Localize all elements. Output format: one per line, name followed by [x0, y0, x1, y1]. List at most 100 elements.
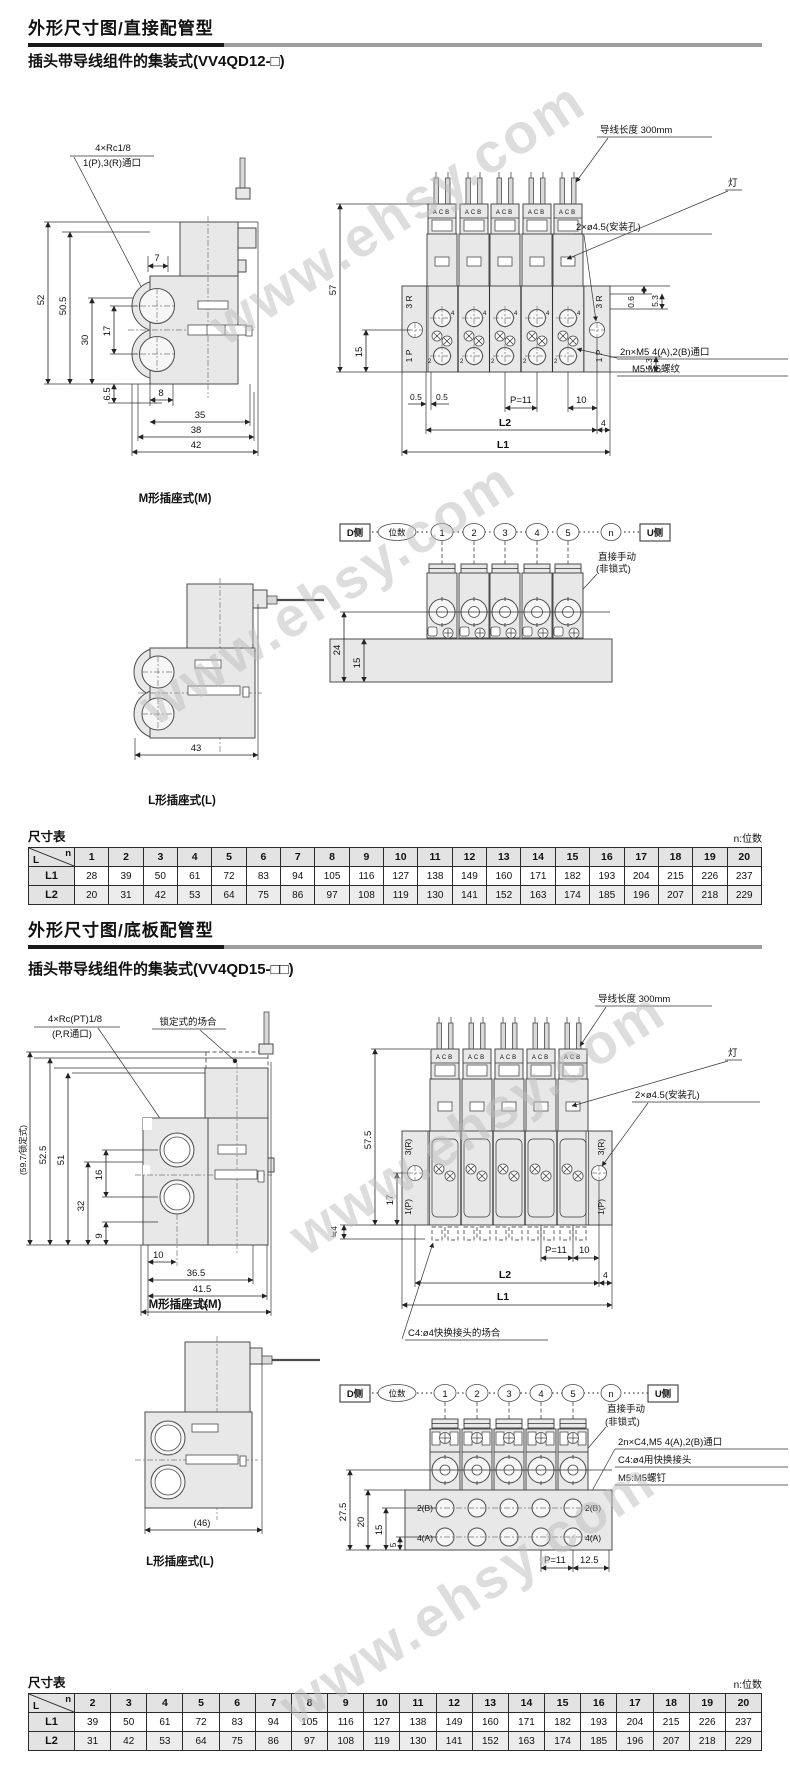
s2-manifold-view: 3(R) 1(P) 3(R) 1(P) 导线长度 300mm 灯 2×ø4.5(… [329, 993, 760, 1341]
table-col-header: 6 [245, 847, 282, 867]
table-cell: 182 [554, 866, 591, 886]
dim-label: 7 [154, 253, 159, 264]
table-col-header: 12 [435, 1693, 473, 1713]
dim-label: 42 [191, 440, 202, 451]
table-col-header: 5 [211, 847, 247, 867]
section2-title-rule [28, 945, 762, 949]
table-cell: 119 [363, 1731, 401, 1751]
table-col-header: 9 [348, 847, 385, 867]
s1-front-view: 24 15 [329, 541, 613, 683]
end-port-label: 3(R) [403, 1139, 413, 1156]
s2-front-view: 2(B) 2(B) 4(A) 4(A) 27.5 20 15 5 P=11 [338, 1402, 613, 1572]
table-cell: 72 [211, 866, 247, 886]
table-col-header: 12 [451, 847, 488, 867]
table-cell: 64 [211, 885, 247, 905]
dim-label: P=11 [510, 395, 532, 406]
table-cell: 185 [589, 885, 625, 905]
port-callout: 1(P),3(R)通口 [83, 158, 141, 169]
end-port-label: 1(P) [403, 1199, 413, 1215]
table-cell: 149 [451, 866, 488, 886]
station-number: 2 [471, 528, 476, 539]
section1-header: 外形尺寸图/直接配管型 [28, 14, 762, 47]
table-col-header: 11 [417, 847, 453, 867]
table-cell: 72 [182, 1712, 220, 1732]
table-title: 尺寸表 [28, 1676, 66, 1690]
dim-label: 24 [332, 645, 343, 656]
dim-label: 57 [328, 285, 339, 296]
table-cell: 196 [616, 1731, 654, 1751]
c4-fitting-callout: C4:ø4快换接头的场合 [408, 1327, 501, 1339]
dim-label: P=11 [545, 1245, 567, 1256]
table-cell: 61 [146, 1712, 184, 1732]
dim-label: 15 [354, 347, 365, 358]
table-cell: 94 [254, 1712, 292, 1732]
table-cell: 207 [652, 1731, 690, 1751]
table-cell: 226 [688, 1712, 726, 1732]
table-col-header: 6 [218, 1693, 256, 1713]
drawing-caption-m1: M形插座式(M) [138, 493, 212, 505]
table-cell: 152 [486, 885, 522, 905]
dim-label: ≒4 [329, 1226, 339, 1238]
lamp-callout: 灯 [728, 1048, 738, 1059]
table-cell: 119 [383, 885, 419, 905]
table-cell: 218 [692, 885, 728, 905]
mounting-hole-callout: 2×ø4.5(安装孔) [576, 221, 641, 233]
table-cell: 39 [108, 866, 144, 886]
table-cell: 171 [520, 866, 556, 886]
table-cell: 75 [245, 885, 282, 905]
s1-station-row: D侧 位数 1 2 3 4 5 n U侧 直接手动 (非锁式) [339, 523, 671, 599]
dim-label: 15 [352, 658, 363, 669]
table-col-header: 18 [652, 1693, 690, 1713]
port-2b-label: 2(B) [585, 1503, 601, 1513]
dim-label: 10 [579, 1245, 590, 1256]
table-row-label: L1 [28, 1712, 75, 1732]
u-side-label: U侧 [647, 527, 663, 539]
table-cell: 64 [182, 1731, 220, 1751]
table-cell: 237 [724, 1712, 763, 1732]
s2-m-dimensions: (59.7/锁定式) 52.5 51 32 16 9 10 [18, 1051, 272, 1316]
table-col-header: 20 [724, 1693, 763, 1713]
table-cell: 229 [724, 1731, 763, 1751]
mounting-hole-callout: 2×ø4.5(安装孔) [635, 1089, 700, 1101]
dim-label: L2 [499, 1269, 511, 1281]
table-title: 尺寸表 [28, 830, 66, 844]
dim-label: 10 [153, 1250, 164, 1261]
table-col-header: 8 [314, 847, 350, 867]
dim-label: 32 [76, 1201, 87, 1212]
table-cell: 193 [580, 1712, 618, 1732]
table-cell: 174 [544, 1731, 582, 1751]
table-col-header: 15 [554, 847, 591, 867]
m5-callout: M5:M5螺钉 [618, 1473, 667, 1484]
ports-callout: 2n×M5 4(A),2(B)通口 [620, 347, 710, 358]
station-number: 2 [474, 1389, 479, 1400]
table-cell: 97 [290, 1731, 329, 1751]
table-col-header: 7 [280, 847, 316, 867]
table-cell: 53 [146, 1731, 184, 1751]
s2-manifold-dimensions: 57.5 17 ≒4 P=11 10 L2 4 [329, 1048, 613, 1309]
section2-title: 外形尺寸图/底板配管型 [28, 921, 214, 940]
end-port-label: 1(P) [596, 1199, 606, 1215]
table-cell: 237 [726, 866, 763, 886]
section2-header: 外形尺寸图/底板配管型 [28, 916, 762, 949]
dim-label: 52.5 [38, 1146, 49, 1165]
dim-label: 5.3 [650, 295, 660, 307]
station-number: 4 [538, 1389, 543, 1400]
end-port-label: 1 P [404, 349, 414, 362]
table-col-header: 20 [726, 847, 763, 867]
table-cell: 193 [589, 866, 625, 886]
table-cell: 138 [417, 866, 453, 886]
end-port-label: 3(R) [596, 1139, 606, 1156]
dim-label: 4 [601, 418, 606, 428]
table-cell: 130 [417, 885, 453, 905]
table-col-header: 14 [520, 847, 556, 867]
lamp-callout: 灯 [728, 178, 738, 189]
u-side-label: U侧 [655, 1388, 671, 1400]
d-side-label: D侧 [347, 1388, 363, 1400]
dim-label: (46) [194, 1518, 211, 1529]
table-cell: 182 [544, 1712, 582, 1732]
table-cell: 116 [348, 866, 385, 886]
